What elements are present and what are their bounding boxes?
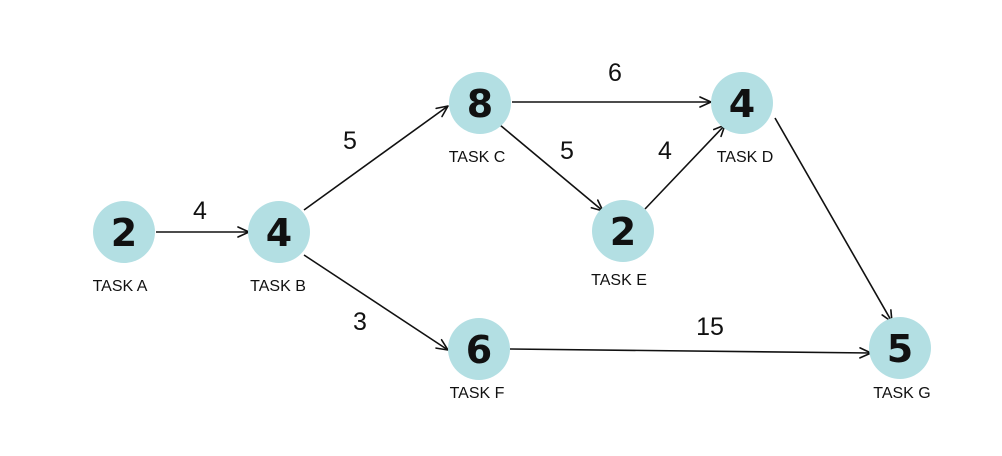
node-task-e-circle	[592, 200, 654, 262]
edge-b-c: 5	[303, 105, 449, 211]
node-task-d-label: TASK D	[717, 149, 774, 166]
edge-f-g-arrow	[509, 347, 872, 359]
node-task-d-value: 4	[729, 82, 755, 126]
node-task-g-value: 5	[887, 327, 913, 371]
node-task-a-label: TASK A	[93, 278, 148, 295]
node-task-f-circle	[448, 318, 510, 380]
edge-c-e: 5	[499, 124, 604, 212]
node-task-b: 4 TASK B	[248, 201, 310, 295]
edge-f-g-weight: 15	[696, 313, 724, 341]
edge-b-c-arrow	[303, 105, 449, 211]
edge-b-f-arrow	[303, 254, 449, 351]
node-task-b-circle	[248, 201, 310, 263]
node-task-b-value: 4	[266, 211, 292, 255]
node-task-g: 5 TASK G	[869, 317, 931, 402]
node-task-e-label: TASK E	[591, 272, 647, 289]
node-task-a-value: 2	[111, 211, 137, 255]
node-task-b-label: TASK B	[250, 278, 306, 295]
edge-a-b: 4	[156, 197, 250, 238]
edge-f-g: 15	[509, 313, 872, 359]
node-task-g-circle	[869, 317, 931, 379]
node-task-f-value: 6	[466, 328, 492, 372]
edge-c-e-weight: 5	[560, 137, 574, 165]
node-task-d: 4 TASK D	[711, 72, 773, 166]
edge-b-c-weight: 5	[343, 127, 357, 155]
edges: 4 5 3 6 5 4 15	[156, 59, 893, 359]
edge-a-b-weight: 4	[193, 197, 207, 225]
edge-e-d: 4	[644, 124, 726, 210]
node-task-c-label: TASK C	[449, 149, 506, 166]
nodes: 2 TASK A 4 TASK B 8 TASK C 4 TASK D 2 TA…	[93, 72, 931, 402]
edge-e-d-weight: 4	[658, 137, 672, 165]
edge-b-f-weight: 3	[353, 308, 367, 336]
node-task-e: 2 TASK E	[591, 200, 654, 289]
node-task-g-label: TASK G	[873, 385, 931, 402]
node-task-f-label: TASK F	[450, 385, 505, 402]
edge-c-d-weight: 6	[608, 59, 622, 87]
node-task-c: 8 TASK C	[449, 72, 511, 166]
node-task-c-value: 8	[467, 82, 493, 126]
node-task-d-circle	[711, 72, 773, 134]
node-task-a: 2 TASK A	[93, 201, 155, 295]
node-task-c-circle	[449, 72, 511, 134]
edge-b-f: 3	[303, 254, 449, 351]
edge-d-g	[774, 117, 893, 323]
node-task-a-circle	[93, 201, 155, 263]
edge-c-d: 6	[512, 59, 712, 108]
node-task-f: 6 TASK F	[448, 318, 510, 402]
edge-d-g-arrow	[774, 117, 893, 323]
edge-c-e-arrow	[499, 124, 604, 212]
edge-e-d-arrow	[644, 124, 726, 210]
node-task-e-value: 2	[610, 210, 636, 254]
